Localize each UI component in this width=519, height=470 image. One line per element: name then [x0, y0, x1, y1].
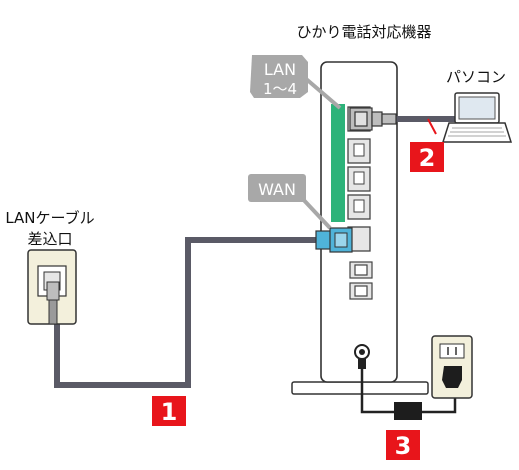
- phone-ports: [349, 261, 373, 300]
- pc-label: パソコン: [446, 68, 506, 86]
- power-plug-device: [354, 344, 370, 369]
- lan-connector: [349, 107, 397, 131]
- wall-label-line1: LANケーブル: [5, 209, 94, 227]
- device-title: ひかり電話対応機器: [296, 23, 431, 41]
- wan-tag: WAN: [248, 174, 332, 230]
- step-badge-2: 2: [410, 142, 444, 172]
- svg-text:2: 2: [419, 144, 436, 172]
- lan-tag-line2: 1～4: [263, 80, 297, 98]
- wall-lan-outlet: [27, 249, 77, 325]
- cable-1: [54, 237, 330, 388]
- svg-text:3: 3: [395, 432, 412, 460]
- svg-text:1: 1: [161, 398, 178, 426]
- step-badge-1: 1: [152, 396, 186, 426]
- lan-port-highlight: [331, 104, 345, 222]
- wall-label-line2: 差込口: [27, 230, 72, 248]
- step-badge-3: 3: [386, 430, 420, 460]
- cable-3: [360, 365, 398, 414]
- lan-tag: LAN 1～4: [250, 55, 342, 110]
- wan-connector: [315, 227, 353, 253]
- ac-adapter: [394, 402, 422, 420]
- lan-tag-line1: LAN: [264, 60, 296, 79]
- wan-tag-text: WAN: [258, 180, 296, 199]
- power-outlet: [431, 335, 473, 399]
- laptop-icon: [441, 92, 513, 143]
- router-device: [291, 61, 429, 395]
